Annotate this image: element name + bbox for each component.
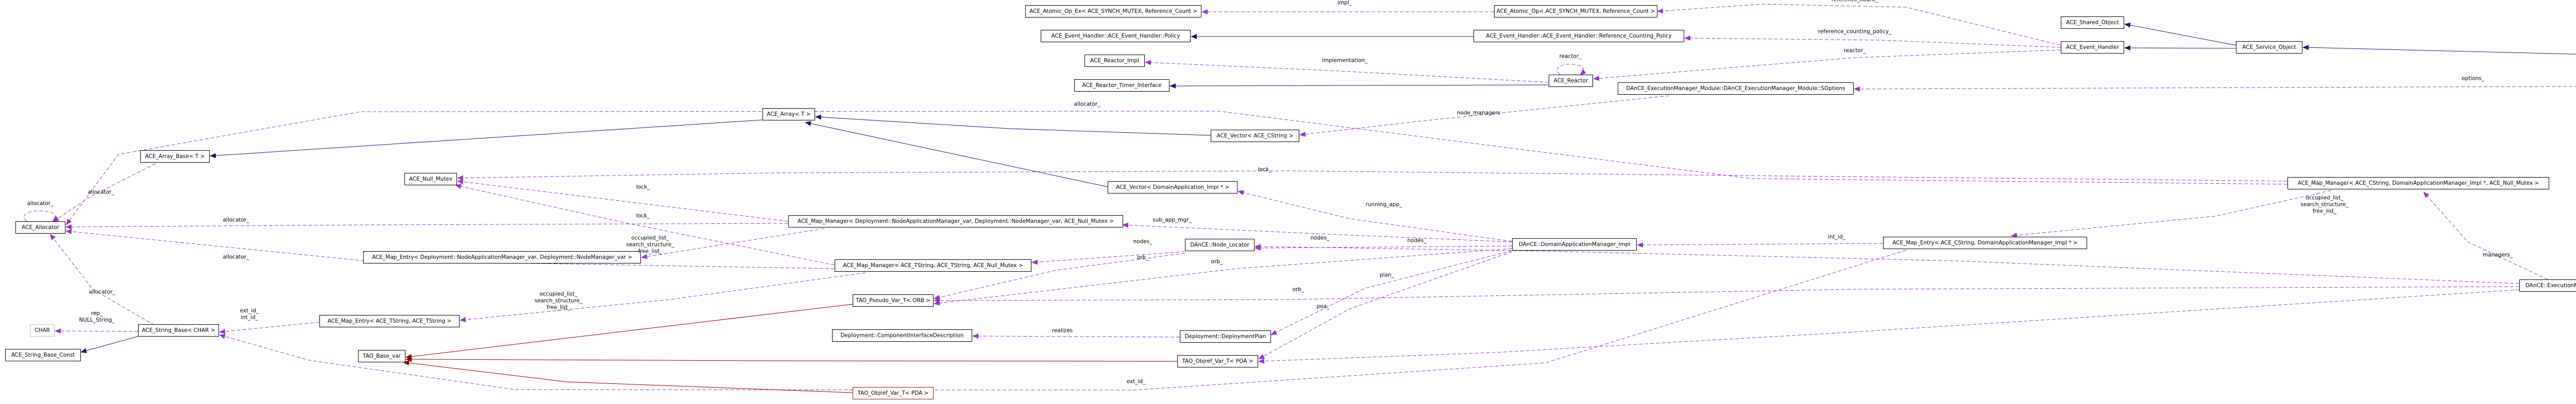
- edge-string_base-to-string_base_const: [80, 336, 140, 354]
- edge-event_handler-to-ref_policy: [1684, 36, 2061, 48]
- edge-reactor-to-reactor_timer: [1170, 83, 1549, 89]
- edge-reactor-to-reactor: [1556, 64, 1586, 76]
- node-dam-impl[interactable]: DAnCE::DomainApplicationManager_Impl: [1512, 238, 1637, 251]
- node-reactor-timer[interactable]: ACE_Reactor_Timer_Interface: [1074, 79, 1170, 92]
- edge-vector_dai-to-array: [805, 121, 1108, 187]
- node-objref-var-poa[interactable]: TAO_Objref_Var_T< POA >: [1177, 355, 1258, 367]
- node-soptions[interactable]: DAnCE_ExecutionManager_Module::DAnCE_Exe…: [1618, 82, 1854, 95]
- edge-allocator-to-allocator: [24, 210, 59, 222]
- node-me-tstring[interactable]: ACE_Map_Entry< ACE_TString, ACE_TString …: [319, 315, 460, 327]
- node-tao-base-var[interactable]: TAO_Base_var: [358, 350, 405, 362]
- edge-dam_impl-to-node_locator: [1255, 245, 1513, 251]
- node-event-handler[interactable]: ACE_Event_Handler: [2061, 41, 2124, 54]
- node-pseudo-var-orb[interactable]: TAO_Pseudo_Var_T< ORB >: [853, 294, 934, 307]
- node-reactor[interactable]: ACE_Reactor: [1549, 75, 1593, 87]
- edge-node_locator-to-pseudo_var_orb: [934, 253, 1185, 300]
- node-string-base[interactable]: ACE_String_Base< CHAR >: [138, 324, 219, 337]
- edge-em_impl-to-mm_cstring: [2423, 191, 2548, 280]
- edge-vector_cstring-to-array: [815, 114, 1211, 136]
- edge-em_impl-to-pseudo_var_orb: [934, 286, 2520, 303]
- edge-mm_deployment-to-allocator: [65, 223, 789, 230]
- node-null-mutex[interactable]: ACE_Null_Mutex: [404, 173, 457, 185]
- node-policy[interactable]: ACE_Event_Handler::ACE_Event_Handler::Po…: [1041, 30, 1191, 42]
- edge-mm_cstring-to-null_mutex: [457, 170, 2288, 182]
- edge-dam_impl-to-mm_deployment: [1122, 222, 1513, 242]
- node-string-base-const[interactable]: ACE_String_Base_Const: [5, 349, 81, 361]
- node-mm-deployment[interactable]: ACE_Map_Manager< Deployment::NodeApplica…: [788, 215, 1123, 227]
- edge-object_loader-to-service_object: [2302, 45, 2576, 55]
- edge-mm_deployment-to-me_deployment: [641, 228, 825, 259]
- node-objref-var-pda[interactable]: TAO_Objref_Var_T< PDA >: [853, 387, 934, 399]
- node-ref-policy[interactable]: ACE_Event_Handler::ACE_Event_Handler::Re…: [1473, 30, 1684, 42]
- node-reactor-impl[interactable]: ACE_Reactor_Impl: [1084, 55, 1145, 67]
- node-array[interactable]: ACE_Array< T >: [762, 108, 815, 120]
- edge-root-to-soptions: [1854, 86, 2576, 92]
- node-mm-cstring[interactable]: ACE_Map_Manager< ACE_CString, DomainAppl…: [2287, 177, 2549, 189]
- node-service-object[interactable]: ACE_Service_Object: [2236, 41, 2302, 54]
- edge-mm_tstring-to-allocator: [65, 229, 835, 269]
- node-atomic-op[interactable]: ACE_Atomic_Op< ACE_SYNCH_MUTEX, Referenc…: [1494, 5, 1657, 17]
- edge-mm_tstring-to-me_tstring: [460, 272, 866, 322]
- edge-pseudo_var_orb-to-tao_base_var: [405, 304, 853, 359]
- node-mm-tstring[interactable]: ACE_Map_Manager< ACE_TString, ACE_TStrin…: [835, 259, 1031, 272]
- edge-mm_cstring-to-allocator: [65, 111, 2288, 225]
- edge-soptions-to-vector_cstring: [1299, 95, 1670, 137]
- node-array-base[interactable]: ACE_Array_Base< T >: [140, 150, 210, 163]
- edge-em_impl-to-objref_var_poa: [1258, 289, 2520, 364]
- edge-em_impl-to-node_locator: [1255, 244, 2520, 284]
- node-vector-dai[interactable]: ACE_Vector< DomainApplication_Impl * >: [1108, 181, 1238, 194]
- edge-mm_deployment-to-null_mutex: [457, 179, 789, 222]
- edge-string_base-to-allocator: [49, 234, 155, 326]
- edge-dam_impl-to-vector_dai: [1238, 190, 1513, 242]
- edge-dam_impl-to-pseudo_var_orb: [934, 248, 1513, 306]
- node-vector-cstring[interactable]: ACE_Vector< ACE_CString >: [1211, 130, 1299, 142]
- edge-me_tstring-to-string_base: [219, 322, 320, 334]
- edge-mm_tstring-to-null_mutex: [455, 184, 835, 266]
- edge-event_handler-to-reactor: [1593, 49, 2061, 81]
- edge-array-to-array_base: [210, 119, 763, 159]
- edge-deployment_plan-to-cid: [972, 333, 1180, 339]
- edge-event_handler-to-atomic_op: [1657, 4, 2061, 46]
- edge-service_object-to-shared_object: [2124, 22, 2236, 46]
- edge-objref_var_poa-to-tao_base_var: [405, 357, 1178, 362]
- edge-array_base-to-allocator: [53, 163, 156, 222]
- node-shared-object[interactable]: ACE_Shared_Object: [2061, 16, 2124, 29]
- node-atomic-op-ex[interactable]: ACE_Atomic_Op_Ex< ACE_SYNCH_MUTEX, Refer…: [1025, 5, 1201, 17]
- edge-me_cstring-to-dam_impl: [1637, 242, 1884, 248]
- edge-mm_cstring-to-me_cstring: [2011, 190, 2332, 238]
- edge-me_cstring-to-string_base: [219, 250, 1907, 391]
- edge-dam_impl-to-deployment_plan: [1270, 250, 1513, 335]
- node-allocator[interactable]: ACE_Allocator: [15, 221, 65, 234]
- node-em-impl[interactable]: DAnCE::ExecutionManager_Impl: [2519, 279, 2576, 292]
- edge-objref_var_pda-to-tao_base_var: [403, 360, 853, 393]
- edge-node_locator-to-mm_tstring: [1031, 251, 1185, 265]
- node-me-cstring[interactable]: ACE_Map_Entry< ACE_CString, DomainApplic…: [1883, 237, 2087, 249]
- node-char[interactable]: CHAR: [30, 324, 55, 337]
- node-cid[interactable]: Deployment::ComponentInterfaceDescriptio…: [832, 329, 972, 342]
- node-me-deployment[interactable]: ACE_Map_Entry< Deployment::NodeApplicati…: [363, 251, 641, 264]
- node-deployment-plan[interactable]: Deployment::DeploymentPlan: [1180, 330, 1271, 343]
- edge-reactor-to-reactor_impl: [1145, 60, 1549, 83]
- edge-dam_impl-to-objref_var_poa: [1258, 251, 1513, 359]
- node-node-locator[interactable]: DAnCE::Node_Locator: [1185, 239, 1255, 251]
